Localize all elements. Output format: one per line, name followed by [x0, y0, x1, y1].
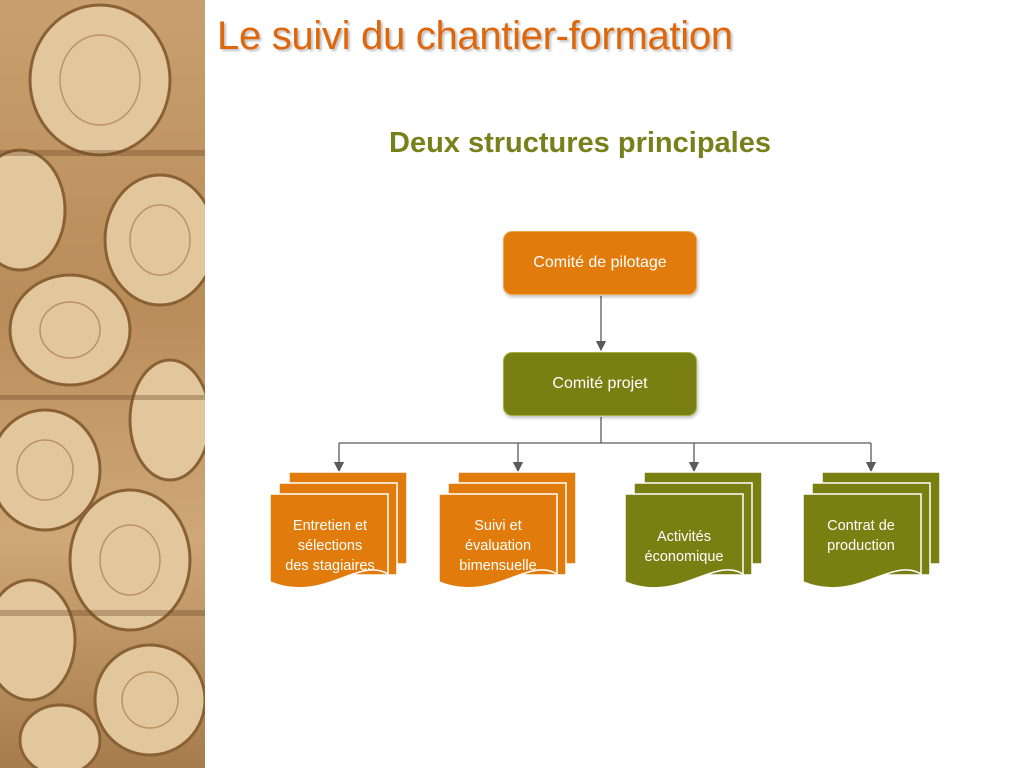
doc-label-entretien: Entretien et sélections des stagiaires: [285, 518, 375, 574]
wood-logs-image: [0, 0, 205, 768]
doc-stack-suivi: [438, 471, 577, 589]
doc-label-activites: Activités économique: [644, 529, 724, 565]
comite-projet-box: Comité projet: [503, 352, 697, 416]
slide-subtitle: Deux structures principales: [389, 127, 771, 159]
doc-label-suivi: Suivi et évaluation bimensuelle: [459, 518, 537, 574]
slide-title: Le suivi du chantier-formation: [217, 14, 733, 58]
doc-stack-activites: [624, 471, 763, 589]
comite-pilotage-box: Comité de pilotage: [503, 231, 697, 295]
doc-stack-contrat: [802, 471, 941, 589]
doc-label-contrat: Contrat de production: [827, 518, 895, 554]
doc-stack-entretien: [269, 471, 408, 589]
